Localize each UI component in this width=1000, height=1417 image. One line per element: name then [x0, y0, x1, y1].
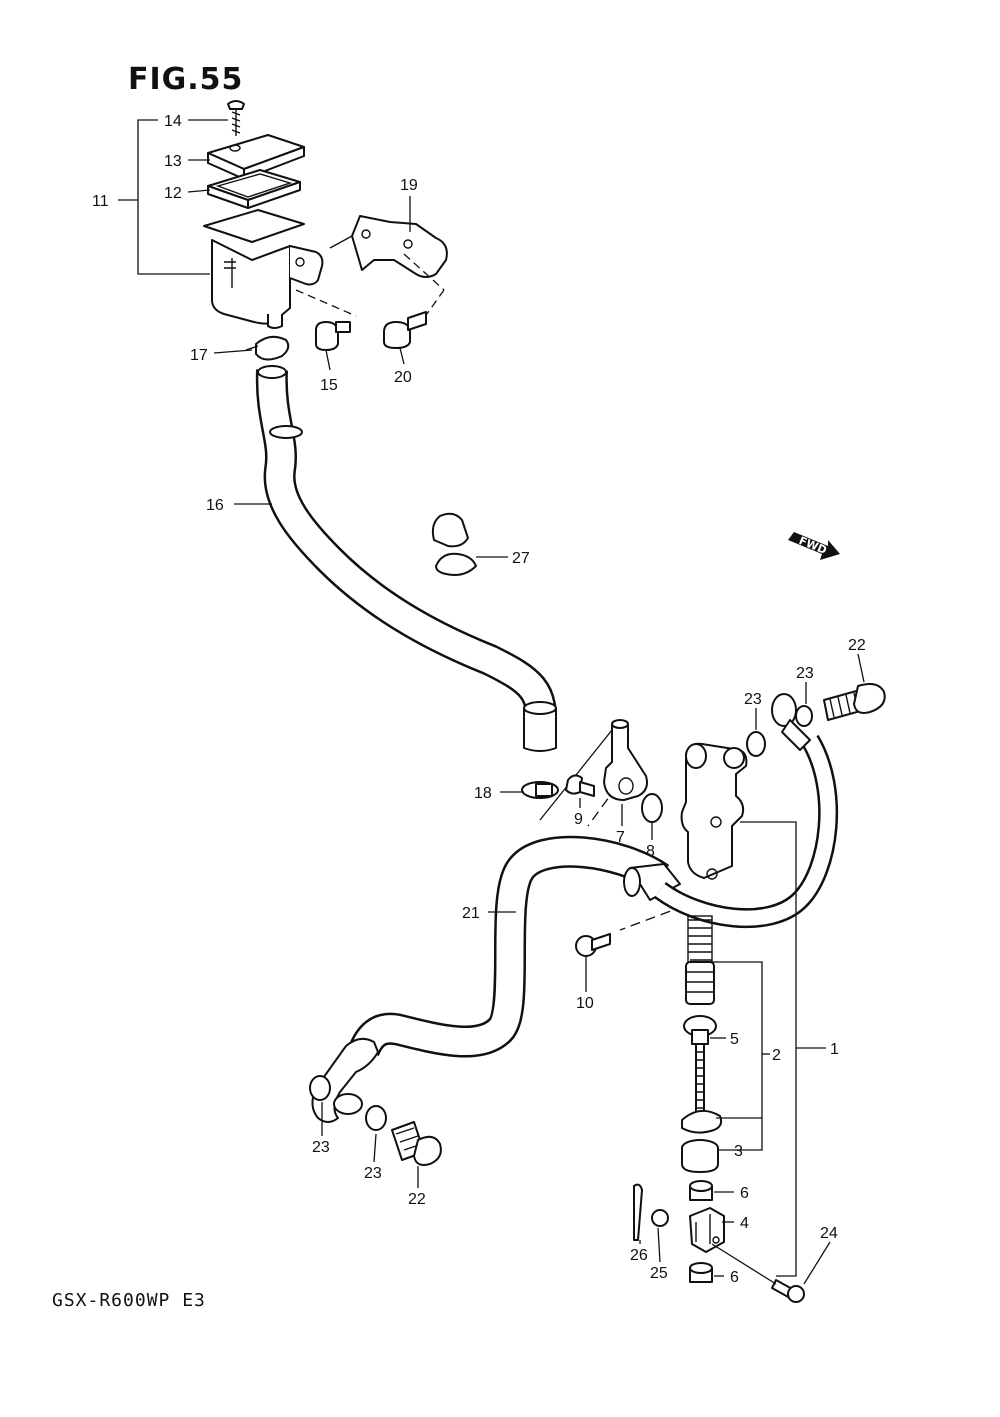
callout-21: 21 — [462, 905, 480, 922]
callout-20: 20 — [394, 369, 412, 386]
cotter-pin-26 — [633, 1183, 643, 1241]
callout-3: 3 — [734, 1143, 743, 1160]
pressure-hose — [654, 693, 839, 929]
callout-16: 16 — [206, 497, 224, 514]
figure-title: FIG.55 — [128, 62, 244, 97]
hose-clamp-27 — [431, 512, 477, 576]
callout-22a: 22 — [848, 637, 866, 654]
callout-6b: 6 — [730, 1269, 739, 1286]
callout-23c: 23 — [312, 1139, 330, 1156]
callout-8: 8 — [646, 843, 655, 860]
callout-6a: 6 — [740, 1185, 749, 1202]
reservoir-screw — [227, 100, 245, 136]
hose-clip-17 — [245, 335, 290, 361]
callout-14: 14 — [164, 113, 182, 130]
clevis-pin-24 — [771, 1279, 805, 1303]
fwd-label: FWD — [797, 534, 829, 557]
hose-connector-7 — [603, 719, 648, 801]
callout-4: 4 — [740, 1215, 749, 1232]
reservoir-diaphragm — [207, 169, 301, 209]
washer-23b — [795, 705, 813, 727]
piston-rod — [683, 1015, 717, 1115]
callout-19: 19 — [400, 177, 418, 194]
callout-2: 2 — [772, 1047, 781, 1064]
callout-numbers: 14 13 12 11 19 17 15 20 16 27 22 23 23 1… — [92, 113, 866, 1286]
callout-12: 12 — [164, 185, 182, 202]
bolt-9 — [565, 774, 595, 797]
washer-23a — [746, 731, 766, 757]
clevis-4 — [689, 1207, 725, 1253]
callout-25: 25 — [650, 1265, 668, 1282]
lock-nut-6a — [689, 1180, 713, 1201]
bolt-20 — [383, 311, 427, 349]
reservoir-bracket — [351, 215, 448, 278]
union-bolt-22a — [823, 683, 886, 721]
callout-5: 5 — [730, 1031, 739, 1048]
callout-9: 9 — [574, 811, 583, 828]
bolt-15 — [315, 321, 351, 351]
callout-23a: 23 — [796, 665, 814, 682]
callout-11: 11 — [92, 193, 109, 210]
circlip — [681, 1109, 723, 1134]
washer-25 — [651, 1209, 669, 1227]
return-hose — [311, 835, 681, 1123]
fwd-arrow-icon: FWD — [788, 532, 840, 560]
union-bolt-22b — [391, 1121, 442, 1166]
callout-24: 24 — [820, 1225, 838, 1242]
bolt-10 — [575, 933, 611, 957]
callout-10: 10 — [576, 995, 594, 1012]
callout-17: 17 — [190, 347, 208, 364]
callout-27: 27 — [512, 550, 530, 567]
callout-18: 18 — [474, 785, 492, 802]
model-code: GSX-R600WP E3 — [52, 1290, 206, 1311]
dust-boot-3 — [681, 1139, 719, 1173]
piston-cup — [685, 961, 715, 1005]
callout-23d: 23 — [364, 1165, 382, 1182]
callout-15: 15 — [320, 377, 338, 394]
callout-23b: 23 — [744, 691, 762, 708]
callout-7: 7 — [616, 829, 625, 846]
callout-26: 26 — [630, 1247, 648, 1264]
lock-nut-6b — [689, 1262, 713, 1283]
callout-13: 13 — [164, 153, 182, 170]
washer-23c — [309, 1075, 331, 1101]
washer-23d — [365, 1105, 387, 1131]
leader-lines — [118, 119, 865, 1285]
callout-1: 1 — [830, 1041, 839, 1058]
callout-22b: 22 — [408, 1191, 426, 1208]
reservoir-hose — [255, 365, 557, 752]
o-ring-8 — [641, 793, 663, 823]
master-cylinder-body — [680, 742, 748, 880]
hose-clamp-18 — [521, 781, 559, 799]
reservoir-tank — [203, 209, 324, 329]
